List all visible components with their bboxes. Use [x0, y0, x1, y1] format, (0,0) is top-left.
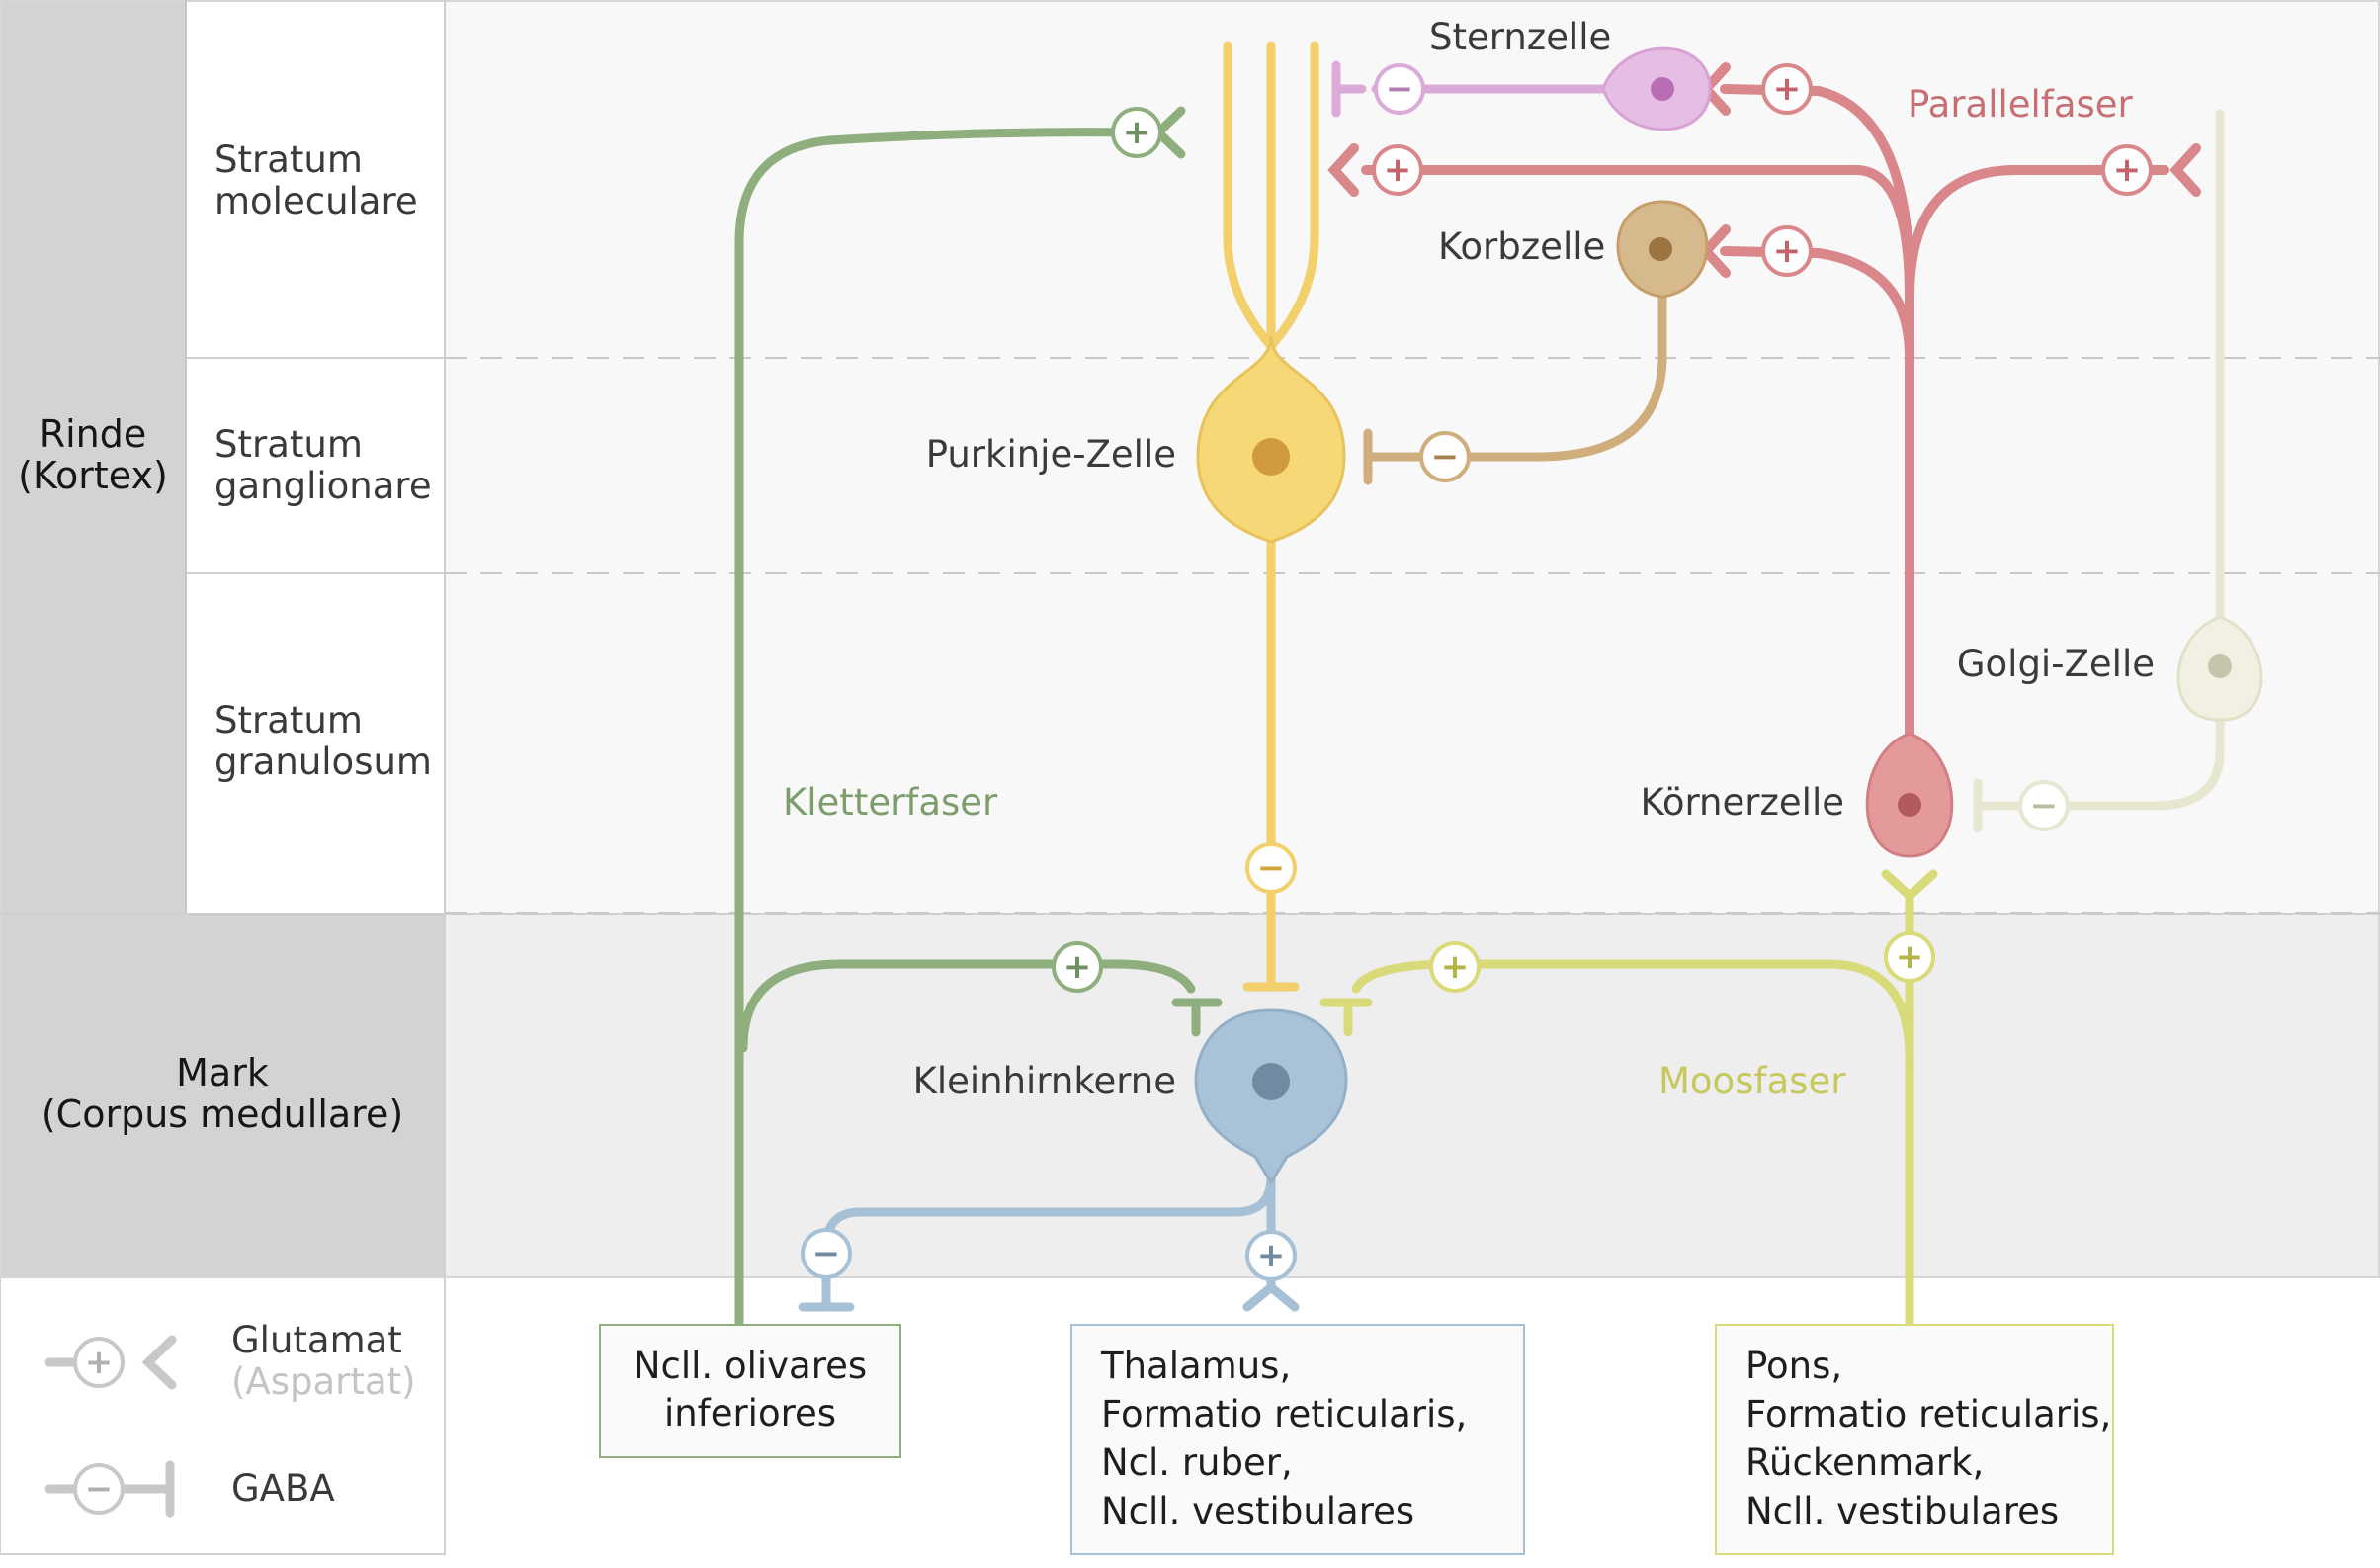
parallelfaser-pathway	[1327, 62, 2201, 756]
minus-icon-kerne-olive: −	[801, 1228, 852, 1279]
svg-text:−: −	[1431, 437, 1460, 477]
minus-icon-korbzelle-purkinje: −	[1419, 431, 1471, 482]
parallel-synapse-golgi	[2169, 143, 2201, 197]
label-purkinje: Purkinje-Zelle	[926, 433, 1176, 476]
legend: + Glutamat (Aspartat) − GABA	[44, 1319, 416, 1518]
kletterfaser-axon	[734, 128, 1142, 1330]
moosfaser-synapse-koerner	[1881, 869, 1938, 903]
svg-text:+: +	[1384, 150, 1412, 190]
synapse-signs: + + + + + + + + + − − − − −	[801, 63, 2153, 1281]
label-moosfaser: Moosfaser	[1658, 1060, 1846, 1102]
label-kletterfaser: Kletterfaser	[783, 781, 998, 824]
minus-icon-sternzelle-purkinje: −	[1374, 63, 1425, 115]
kletterfaser-synapse-kerne	[1171, 998, 1223, 1037]
svg-text:+: +	[2113, 150, 2142, 190]
koernerzelle	[1865, 732, 1954, 858]
legend-glutamat-label: Glutamat	[231, 1319, 402, 1361]
golgi-nucleus	[2208, 654, 2232, 678]
svg-text:+: +	[1773, 69, 1802, 109]
koerner-nucleus	[1898, 793, 1921, 817]
sternzelle-nucleus	[1651, 77, 1674, 101]
svg-text:+: +	[1063, 947, 1092, 987]
parallel-branch-sternzelle	[1720, 84, 1914, 292]
kerne-synapse-olive	[798, 1280, 855, 1312]
korbzelle-axon	[1379, 282, 1667, 462]
target-box-thalamus: Thalamus, Formatio reticularis, Ncl. rub…	[1070, 1324, 1525, 1555]
plus-icon-kerne-thalamus: +	[1245, 1230, 1297, 1281]
layer-boundaries	[445, 357, 2380, 914]
sternzelle-synapse	[1331, 60, 1367, 118]
svg-text:+: +	[1441, 947, 1470, 987]
plus-icon-parallel-purkinje: +	[1372, 144, 1423, 196]
label-parallelfaser: Parallelfaser	[1908, 83, 2134, 126]
plus-icon-legend: +	[73, 1337, 125, 1388]
label-koernerzelle: Körnerzelle	[1640, 781, 1844, 824]
plus-icon-parallel-sternzelle: +	[1761, 63, 1813, 115]
label-golgi: Golgi-Zelle	[1957, 643, 2155, 685]
svg-text:Thalamus, Formatio retic: Thalamus, Formatio reticularis, Ncl. rub…	[1100, 1345, 1479, 1532]
golgi-axon	[1988, 707, 2225, 811]
region-label-mark: Mark(Corpus medullare)	[42, 1051, 403, 1136]
svg-text:−: −	[1257, 848, 1286, 888]
region-label-rinde: Rinde(Kortex)	[18, 412, 168, 497]
parallel-branch-korbzelle	[1720, 246, 1914, 361]
kerne-nucleus	[1252, 1063, 1290, 1100]
plus-icon-parallel-korbzelle: +	[1761, 225, 1813, 277]
minus-icon-golgi-koerner: −	[2018, 780, 2070, 831]
purkinje-synapse	[1242, 962, 1300, 992]
plus-icon-kletter-purkinje: +	[1111, 107, 1162, 158]
svg-text:Pons, Formatio reticular: Pons, Formatio reticularis, Rückenmark, …	[1745, 1345, 2123, 1532]
svg-text:−: −	[1386, 69, 1414, 109]
plus-icon-parallel-golgi: +	[2101, 144, 2153, 196]
svg-text:−: −	[812, 1234, 841, 1273]
svg-text:+: +	[1257, 1236, 1286, 1275]
plus-icon-kletter-kerne: +	[1052, 941, 1103, 993]
target-box-pons: Pons, Formatio reticularis, Rückenmark, …	[1715, 1324, 2123, 1555]
korbzelle-synapse	[1363, 428, 1399, 485]
label-sternzelle: Sternzelle	[1429, 16, 1611, 58]
purkinje-dendrite-left	[1223, 41, 1276, 351]
label-korbzelle: Korbzelle	[1438, 225, 1605, 268]
label-kleinhirnkerne: Kleinhirnkerne	[913, 1060, 1176, 1102]
purkinje-dendrite-right	[1266, 41, 1319, 351]
minus-icon-legend: −	[73, 1463, 125, 1515]
plus-icon-moos-kerne: +	[1429, 941, 1481, 993]
svg-text:+: +	[1773, 231, 1802, 271]
golgi-synapse	[1973, 778, 2003, 833]
kletterfaser-pathway	[734, 106, 1223, 1330]
purkinje-zelle	[1196, 41, 1346, 992]
moosfaser-synapse-kerne	[1319, 998, 1373, 1037]
plus-icon-moos-koerner: +	[1884, 931, 1935, 983]
legend-gaba-label: GABA	[231, 1467, 335, 1510]
svg-text:+: +	[1896, 937, 1924, 977]
svg-text:+: +	[1123, 113, 1151, 152]
kletterfaser-to-kerne	[738, 959, 1196, 1053]
svg-text:−: −	[85, 1469, 114, 1509]
legend-gaba-symbol	[44, 1460, 175, 1518]
golgi-zelle	[1973, 109, 2263, 833]
korbzelle	[1363, 200, 1709, 485]
svg-text:+: +	[85, 1343, 114, 1382]
kerne-synapse-thalamus	[1242, 1281, 1300, 1312]
svg-text:−: −	[2030, 786, 2059, 826]
minus-icon-purkinje-kerne: −	[1245, 842, 1297, 894]
purkinje-nucleus	[1252, 438, 1290, 476]
legend-glutamat-symbol	[44, 1335, 177, 1390]
moosfaser-branch-kerne	[1351, 959, 1914, 1063]
parallel-synapse-purkinje	[1327, 143, 1359, 197]
legend-aspartat-label: (Aspartat)	[231, 1360, 416, 1403]
korbzelle-nucleus	[1649, 237, 1672, 261]
